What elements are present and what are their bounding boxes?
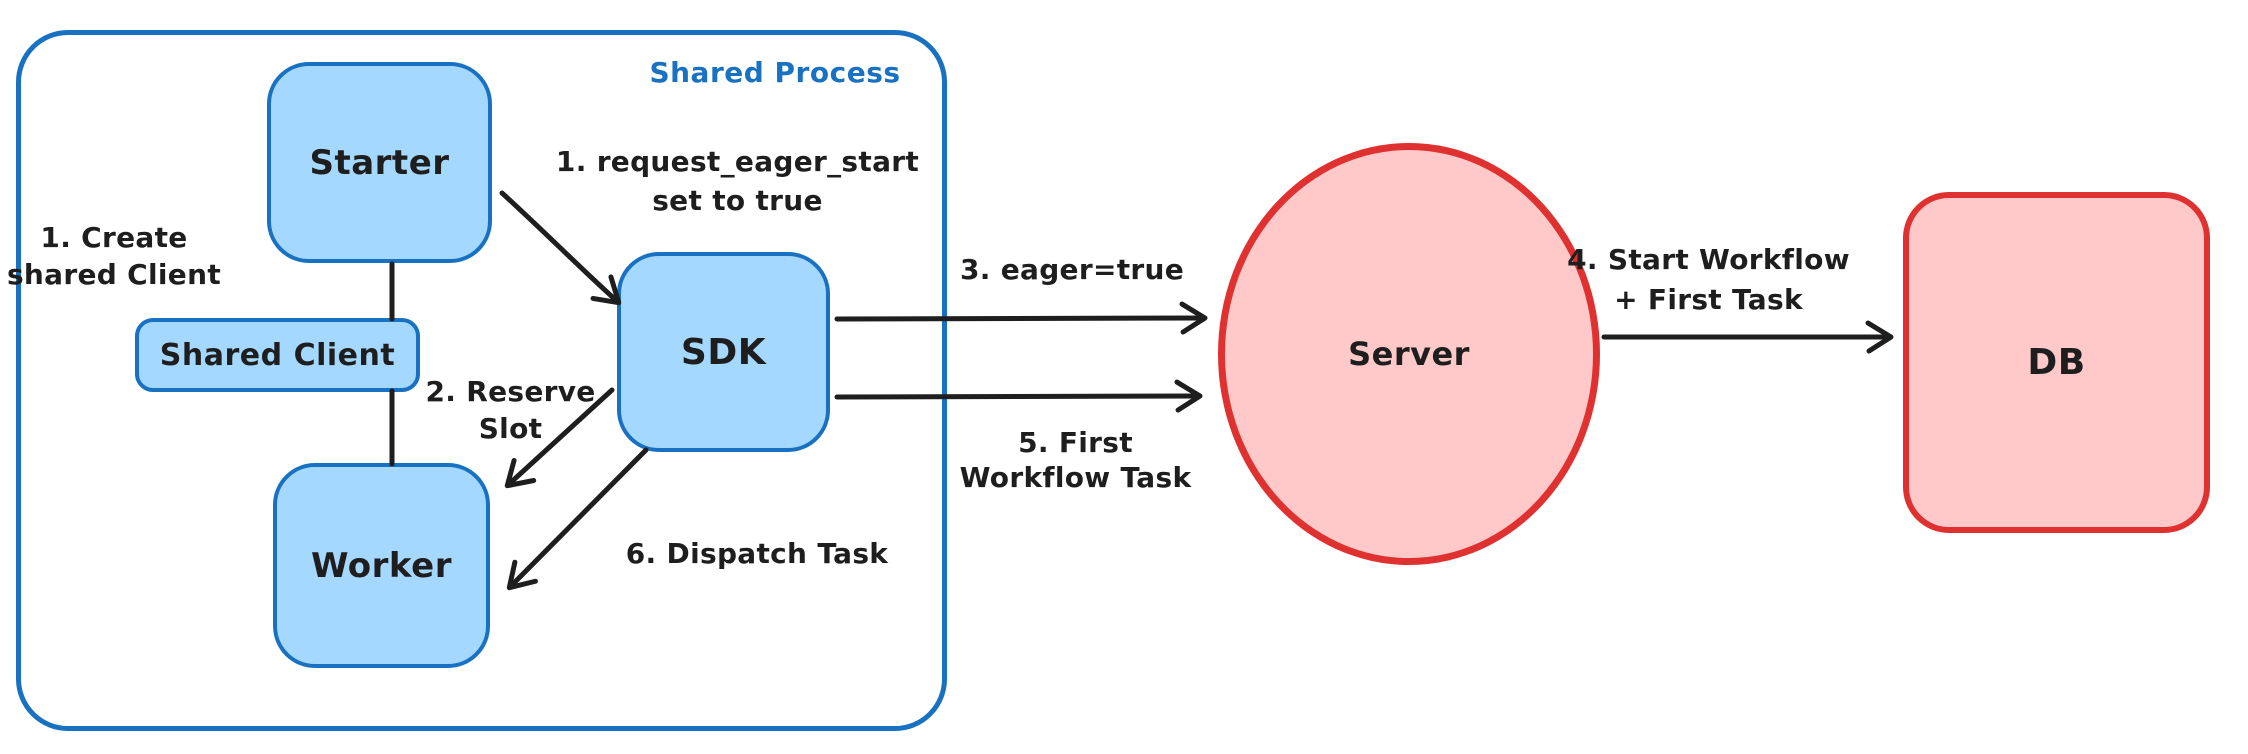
shared-process-label: Shared Process xyxy=(649,56,901,89)
node-shared-client-label: Shared Client xyxy=(159,337,396,373)
node-starter: Starter xyxy=(267,62,492,263)
annotation-start-workflow-first-task: 4. Start Workflow + First Task xyxy=(1567,243,1850,316)
node-worker: Worker xyxy=(273,463,490,668)
annotation-dispatch-task: 6. Dispatch Task xyxy=(625,537,889,570)
annotation-reserve-slot: 2. Reserve Slot xyxy=(425,375,596,445)
node-server-label: Server xyxy=(1348,335,1470,373)
node-db: DB xyxy=(1903,192,2210,533)
node-db-label: DB xyxy=(2027,342,2086,383)
annotation-create-shared-client: 1. Create shared Client xyxy=(6,221,222,291)
node-sdk: SDK xyxy=(617,252,830,452)
annotation-eager-true: 3. eager=true xyxy=(959,253,1185,286)
shared-process-container xyxy=(16,30,947,731)
node-starter-label: Starter xyxy=(309,142,450,183)
node-shared-client: Shared Client xyxy=(135,318,420,392)
node-sdk-label: SDK xyxy=(680,331,767,373)
node-worker-label: Worker xyxy=(311,545,452,586)
annotation-request-eager-start: 1. request_eager_start set to true xyxy=(555,145,920,217)
node-server: Server xyxy=(1218,143,1600,565)
annotation-first-workflow-task: 5. First Workflow Task xyxy=(959,426,1192,494)
